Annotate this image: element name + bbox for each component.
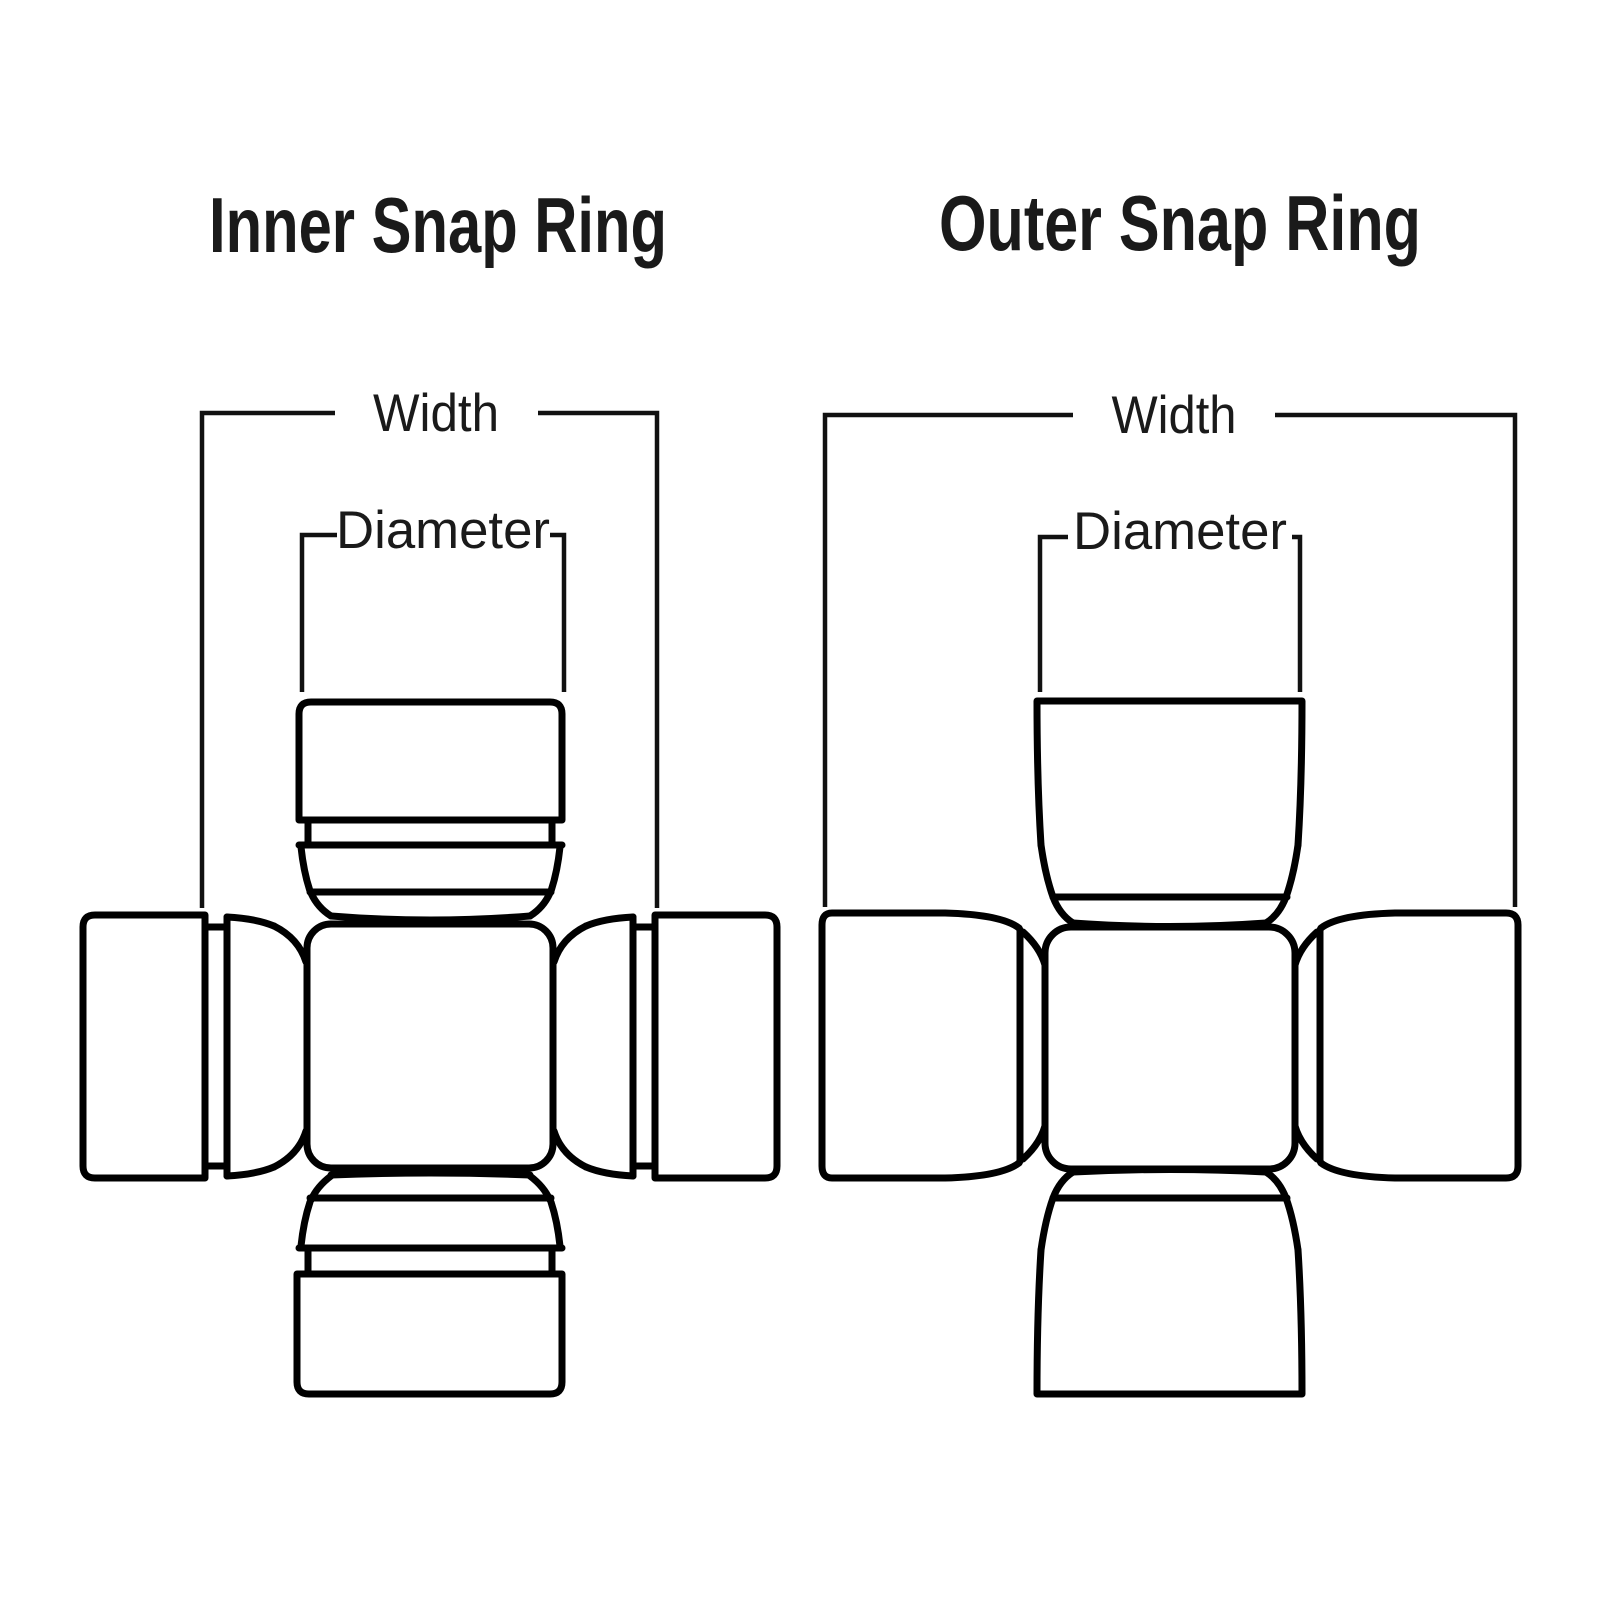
outer-left-trunnion-fillet — [1019, 928, 1049, 969]
outer-left-bearing-cap — [818, 909, 1024, 1182]
outer-top-cap-taper — [1262, 841, 1302, 927]
inner-width-bracket-right — [538, 410, 660, 908]
inner-diameter-label: Diameter — [336, 501, 550, 560]
inner-top-ring-bottom-edge — [327, 912, 534, 924]
outer-top-bearing-cap — [1033, 697, 1306, 849]
inner-snap-ring-figure: Inner Snap Ring Width Diameter — [79, 181, 781, 1398]
inner-right-bearing-cap — [651, 911, 781, 1182]
inner-left-trunnion-fillet — [270, 922, 310, 966]
inner-width-label: Width — [373, 384, 499, 443]
inner-bottom-ring-top-edge — [327, 1169, 534, 1179]
inner-top-cap-assembly — [295, 698, 566, 924]
outer-bottom-cap-taper — [1262, 1168, 1302, 1254]
outer-diameter-bracket-left — [1037, 534, 1068, 692]
outer-diameter-label: Diameter — [1073, 502, 1287, 561]
outer-left-trunnion-fillet — [1019, 1122, 1049, 1163]
inner-left-ring-bottom — [223, 1163, 278, 1180]
outer-width-bracket-right — [1275, 412, 1518, 907]
inner-cross-body — [303, 920, 557, 1172]
inner-left-bearing-cap — [79, 911, 209, 1182]
inner-right-ring-top — [582, 913, 637, 930]
inner-right-ring-bottom — [582, 1163, 637, 1180]
outer-right-bearing-cap — [1316, 909, 1522, 1182]
inner-cross-drawing — [79, 698, 781, 1398]
outer-bottom-cap-assembly — [1033, 1166, 1306, 1398]
inner-left-ring-top — [223, 913, 278, 930]
inner-bottom-bearing-cap — [293, 1270, 566, 1398]
outer-figure-title: Outer Snap Ring — [939, 179, 1421, 267]
outer-width-label: Width — [1112, 386, 1237, 445]
outer-top-cap-assembly — [1033, 697, 1306, 930]
outer-width-bracket-left — [822, 412, 1073, 907]
inner-figure-title: Inner Snap Ring — [209, 181, 667, 269]
inner-left-trunnion-fillet — [270, 1127, 310, 1171]
outer-right-cap-assembly — [1291, 909, 1522, 1182]
outer-bottom-bearing-cap — [1033, 1246, 1306, 1398]
outer-diameter-bracket-right — [1292, 534, 1303, 692]
inner-top-ring-taper — [526, 889, 554, 920]
outer-right-trunnion-fillet — [1291, 928, 1321, 969]
outer-diameter-dimension — [1037, 534, 1303, 692]
inner-right-trunnion-fillet — [550, 1127, 590, 1171]
outer-bottom-cap-top-edge — [1069, 1166, 1270, 1176]
inner-top-ring-taper — [307, 889, 335, 920]
inner-top-ring-side — [297, 843, 314, 895]
inner-top-bearing-cap — [295, 698, 566, 824]
inner-right-trunnion-fillet — [550, 922, 590, 966]
outer-bottom-cap-taper — [1037, 1168, 1077, 1254]
inner-bottom-ring-side — [297, 1198, 314, 1250]
outer-top-cap-taper — [1037, 841, 1077, 927]
inner-width-bracket-left — [199, 410, 335, 908]
outer-right-trunnion-fillet — [1291, 1122, 1321, 1163]
inner-left-cap-assembly — [79, 911, 310, 1182]
inner-diameter-bracket-left — [299, 532, 337, 692]
outer-left-cap-assembly — [818, 909, 1049, 1182]
inner-diameter-bracket-right — [550, 532, 567, 692]
inner-top-ring-side — [547, 843, 564, 895]
inner-bottom-cap-assembly — [293, 1169, 566, 1398]
outer-width-dimension — [822, 412, 1518, 907]
outer-cross-body — [1041, 923, 1299, 1173]
inner-width-dimension — [199, 410, 660, 908]
outer-snap-ring-figure: Outer Snap Ring Width Diameter — [818, 179, 1522, 1398]
inner-right-cap-assembly — [550, 911, 781, 1182]
inner-bottom-ring-side — [547, 1198, 564, 1250]
outer-cross-drawing — [818, 697, 1522, 1398]
inner-diameter-dimension — [299, 532, 567, 692]
